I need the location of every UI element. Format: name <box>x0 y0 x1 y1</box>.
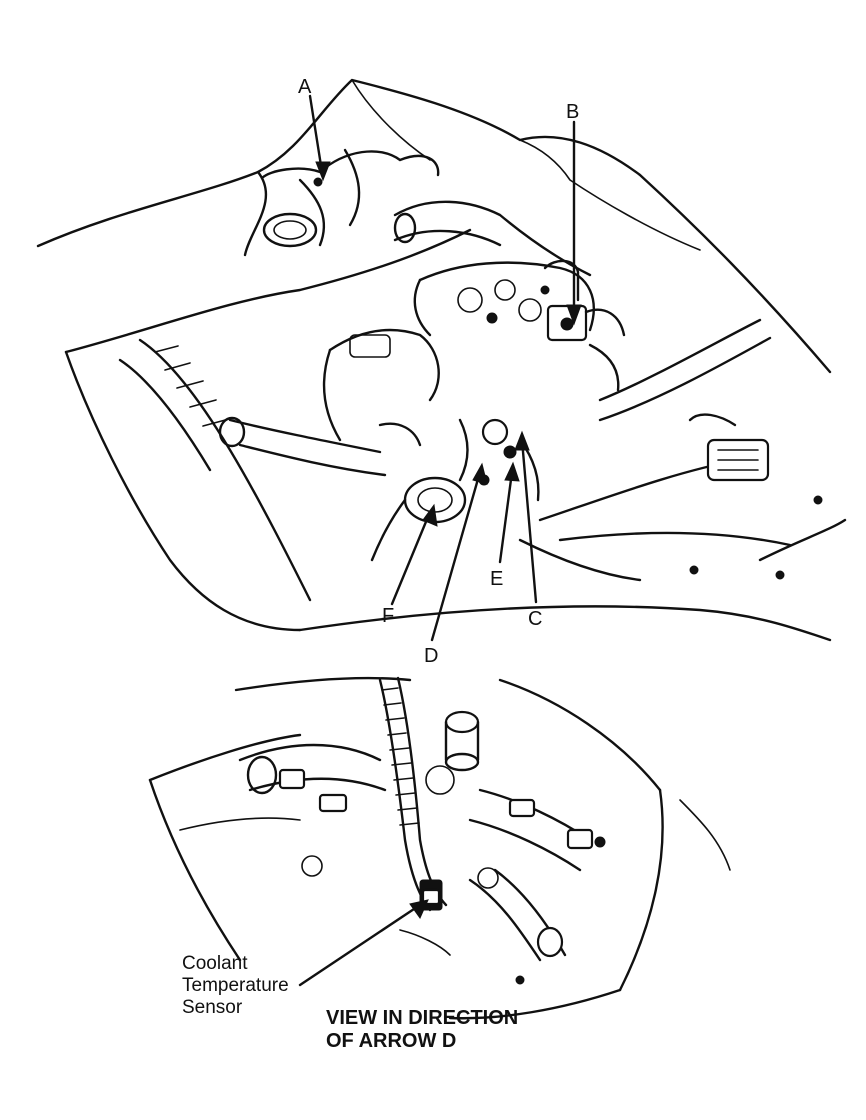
view-title-line-1: VIEW IN DIRECTION <box>326 1007 518 1029</box>
label-d: D <box>424 645 438 667</box>
arrowhead-c <box>514 430 530 451</box>
engine-bay-illustration <box>36 78 847 642</box>
arrowhead-a <box>315 161 331 182</box>
label-b: B <box>566 101 579 123</box>
leader-d <box>430 470 482 642</box>
label-f: F <box>382 605 394 627</box>
arrowhead-d <box>472 462 488 485</box>
leader-a <box>308 94 324 174</box>
leader-f <box>390 510 432 606</box>
callout-leader <box>298 899 429 987</box>
leader-lines-top <box>308 94 582 642</box>
label-c: C <box>528 608 542 630</box>
detail-view-illustration <box>148 676 731 1020</box>
callout-line-3: Sensor <box>182 997 243 1018</box>
label-e: E <box>490 568 503 590</box>
callout-line-1: Coolant <box>182 953 248 974</box>
label-a: A <box>298 76 312 98</box>
arrowhead-e <box>504 461 520 482</box>
leader-e <box>498 470 514 564</box>
view-title-line-2: OF ARROW D <box>326 1030 456 1052</box>
leader-c <box>520 438 538 604</box>
arrowhead-b <box>566 304 582 326</box>
callout-line-2: Temperature <box>182 975 289 996</box>
arrowhead-f <box>422 503 438 527</box>
